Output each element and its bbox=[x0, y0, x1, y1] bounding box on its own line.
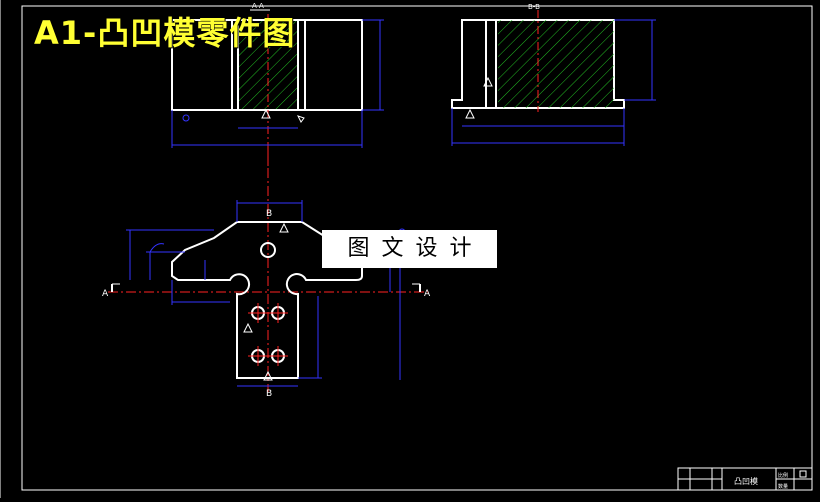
cut-label-a-left: A bbox=[102, 289, 109, 299]
title-block-part-name: 凸凹模 bbox=[734, 476, 758, 486]
sheet-border bbox=[21, 5, 813, 491]
plan-view: A A B B bbox=[102, 150, 431, 399]
cut-label-a-right: A bbox=[424, 289, 431, 299]
plan-dimensions bbox=[126, 200, 406, 387]
section-bb-label: B-B bbox=[528, 3, 540, 11]
title-block-label-scale: 比例 bbox=[778, 472, 788, 479]
cut-label-b-top: B bbox=[266, 209, 272, 219]
section-bb-view: B-B bbox=[440, 3, 656, 146]
title-block-label-qty: 数量 bbox=[778, 483, 788, 490]
title-block: 凸凹模 比例 数量 bbox=[677, 467, 813, 491]
section-bb-hatch bbox=[498, 20, 614, 108]
drawing-title: A1-凸凹模零件图 bbox=[34, 14, 296, 52]
section-aa-view: A-A bbox=[171, 2, 384, 170]
watermark-stamp: 图文设计 bbox=[322, 230, 497, 268]
pilot-hole bbox=[260, 242, 276, 258]
section-aa-label: A-A bbox=[252, 2, 264, 10]
cut-label-b-bottom: B bbox=[266, 389, 272, 399]
plan-outline bbox=[171, 221, 363, 379]
